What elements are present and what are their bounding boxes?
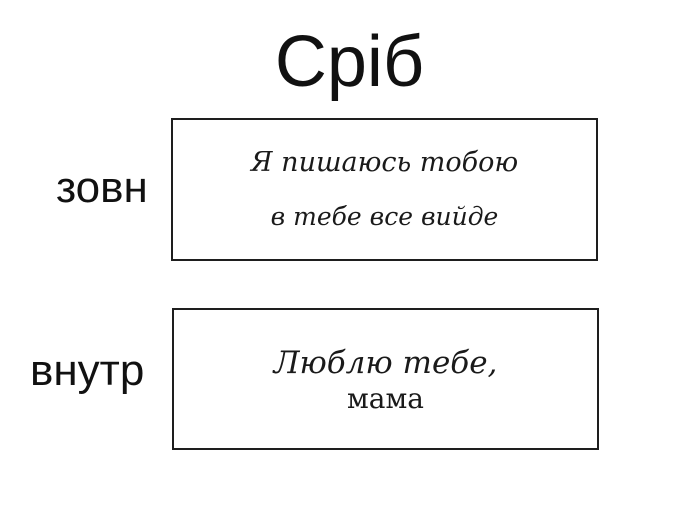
page-title: Сріб	[274, 22, 425, 102]
inner-engraving-line-1: Люблю тебе,	[273, 345, 498, 381]
outer-engraving-line-1: Я пишаюсь тобою	[250, 147, 519, 178]
outer-label: зовн	[56, 163, 148, 212]
outer-engraving-line-2: в тебе все вийде	[270, 202, 499, 231]
inner-engraving-line-2: мама	[347, 382, 424, 415]
inner-label: внутр	[30, 346, 145, 395]
outer-engraving-box: Я пишаюсь тобою в тебе все вийде	[171, 118, 598, 261]
inner-engraving-box: Люблю тебе, мама	[172, 308, 599, 450]
